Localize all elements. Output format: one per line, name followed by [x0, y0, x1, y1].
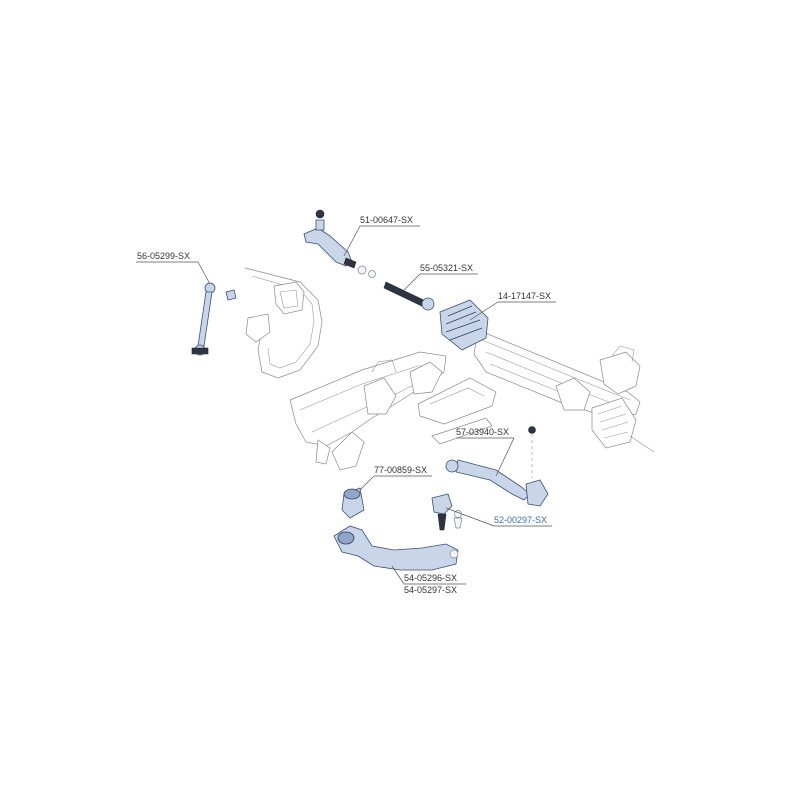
- leader-lines: [136, 225, 556, 585]
- tie-rod-end-part: [303, 209, 357, 269]
- inner-tie-rod-part: [383, 281, 435, 311]
- control-arm-part: [333, 525, 459, 571]
- steering-rack-body: [473, 329, 655, 453]
- label-control-arm-left[interactable]: 54-05296-SX: [404, 573, 457, 583]
- label-control-arm-right[interactable]: 54-05297-SX: [404, 585, 457, 595]
- tie-rod-nut: [357, 265, 376, 278]
- label-ball-joint[interactable]: 52-00297-SX: [494, 515, 547, 525]
- part-labels: 51-00647-SX 56-05299-SX 55-05321-SX 14-1…: [137, 215, 551, 595]
- label-lower-link[interactable]: 57-03940-SX: [456, 427, 509, 437]
- bushing-part: [341, 487, 365, 519]
- label-tie-rod-end[interactable]: 51-00647-SX: [360, 215, 413, 225]
- label-stabilizer-link[interactable]: 56-05299-SX: [137, 251, 190, 261]
- label-bushing[interactable]: 77-00859-SX: [374, 465, 427, 475]
- subframe-outline: [244, 267, 497, 471]
- stabilizer-link-part: [191, 282, 237, 356]
- label-steering-rack[interactable]: 14-17147-SX: [498, 291, 551, 301]
- lower-link-part: [445, 426, 549, 507]
- rack-boot: [439, 299, 489, 351]
- label-inner-tie-rod[interactable]: 55-05321-SX: [420, 263, 473, 273]
- ball-joint-part: [431, 493, 463, 531]
